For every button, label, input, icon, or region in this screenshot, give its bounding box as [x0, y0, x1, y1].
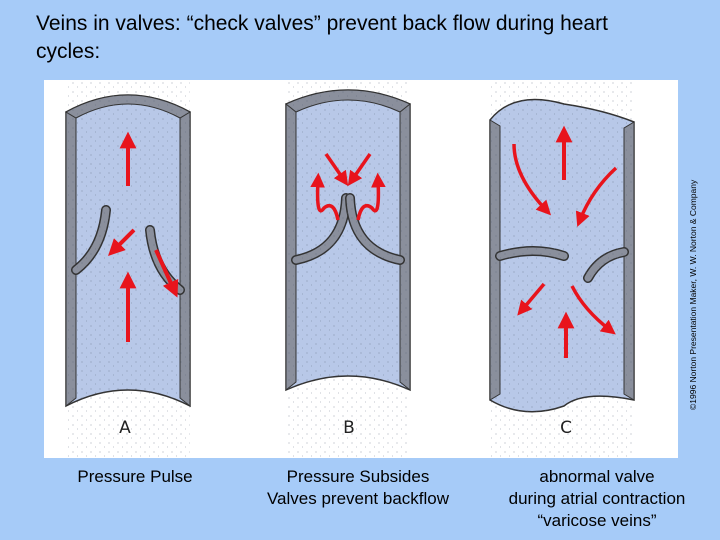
- caption-line: Pressure Pulse: [77, 467, 193, 486]
- vein-c: [489, 80, 635, 458]
- vein-a: [64, 80, 192, 458]
- panel-c-letter: C: [560, 418, 572, 438]
- caption-line: Valves prevent backflow: [266, 489, 450, 508]
- vein-diagram-svg: [64, 80, 635, 458]
- slide-title: Veins in valves: “check valves” prevent …: [36, 12, 608, 63]
- panel-c-caption: abnormal valve during atrial contraction…: [482, 466, 712, 532]
- panel-a-caption: Pressure Pulse: [40, 466, 230, 488]
- caption-line: Pressure Subsides: [286, 467, 430, 486]
- panel-a-letter: A: [119, 418, 131, 438]
- caption-line: during atrial contraction: [508, 489, 686, 508]
- vein-b: [285, 80, 411, 458]
- panel-b-caption: Pressure Subsides Valves prevent backflo…: [238, 466, 478, 510]
- panel-b-letter: B: [343, 418, 355, 438]
- copyright-notice: ©1996 Norton Presentation Maker, W. W. N…: [688, 179, 698, 410]
- caption-line: “varicose veins”: [537, 511, 657, 530]
- vein-valve-illustration: [44, 80, 678, 458]
- caption-line: abnormal valve: [539, 467, 655, 486]
